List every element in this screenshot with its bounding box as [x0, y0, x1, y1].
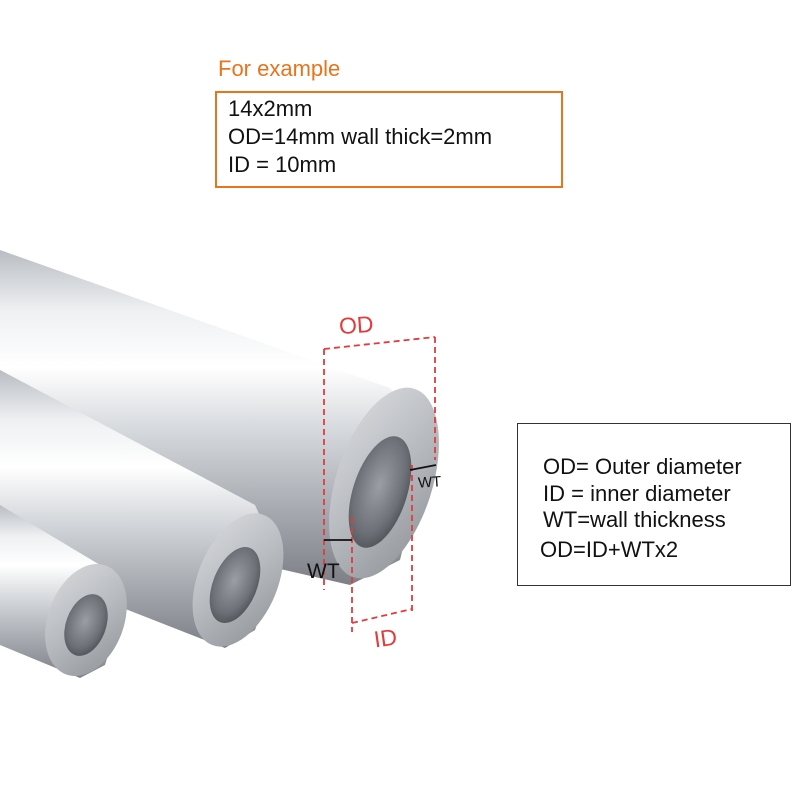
wt-label-left: WT	[307, 560, 340, 583]
example-box: 14x2mm OD=14mm wall thick=2mm ID = 10mm	[215, 91, 563, 188]
wt-right-marker	[409, 464, 437, 471]
legend-id: ID = inner diameter	[543, 481, 731, 506]
od-dimension	[323, 336, 436, 590]
legend-box: OD= Outer diameter ID = inner diameter W…	[517, 423, 791, 586]
legend-formula: OD=ID+WTx2	[540, 537, 679, 562]
legend-od: OD= Outer diameter	[543, 454, 742, 479]
tube-small	[0, 505, 127, 678]
wt-label-right: WT	[417, 473, 442, 492]
example-title: For example	[218, 56, 341, 81]
example-od-wall: OD=14mm wall thick=2mm	[228, 124, 493, 149]
od-label: OD	[338, 310, 375, 340]
example-id: ID = 10mm	[228, 152, 337, 177]
id-label: ID	[372, 623, 399, 653]
legend-wt: WT=wall thickness	[543, 507, 726, 532]
example-size: 14x2mm	[228, 96, 313, 121]
id-dimension	[351, 465, 413, 632]
